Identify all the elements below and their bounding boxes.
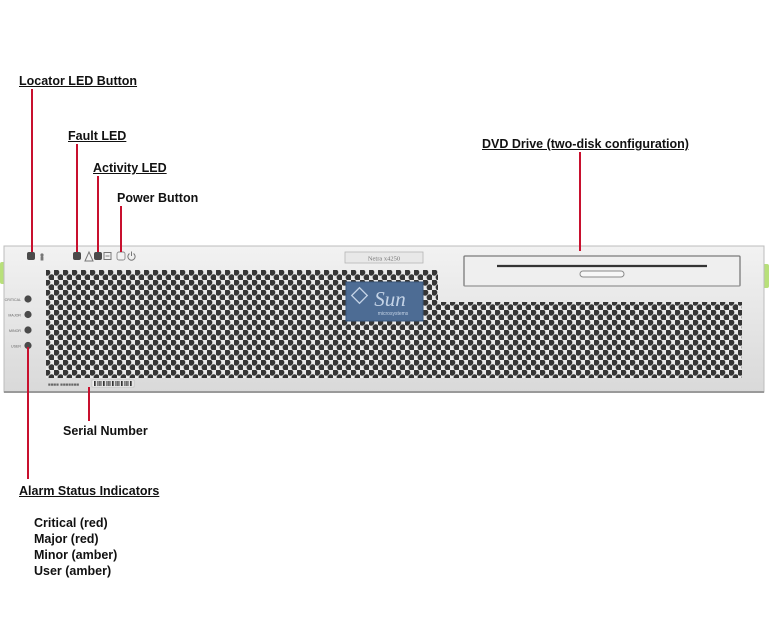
vent-grille-right bbox=[438, 302, 742, 378]
alarm-status-panel: CRITICAL MAJOR MINOR USER bbox=[5, 295, 32, 350]
svg-text:■■■■ ■■■■■■■: ■■■■ ■■■■■■■ bbox=[48, 382, 79, 387]
callout-locator-led-button: Locator LED Button bbox=[19, 74, 138, 88]
alarm-led-user bbox=[24, 341, 32, 350]
alarm-led-critical bbox=[24, 295, 32, 303]
activity-icon bbox=[103, 252, 112, 260]
serial-number-label: ■■■■ ■■■■■■■ bbox=[48, 379, 135, 388]
power-icon bbox=[127, 251, 136, 261]
leader-dvd bbox=[579, 152, 581, 251]
alarm-panel-label-user: USER bbox=[11, 345, 21, 349]
alarm-panel-label-minor: MINOR bbox=[9, 329, 21, 333]
power-button-group[interactable] bbox=[116, 251, 136, 261]
model-plate-label: Netra x4250 bbox=[368, 256, 400, 263]
callout-serial-number: Serial Number bbox=[63, 424, 148, 438]
sun-logo-text: Sun bbox=[374, 287, 406, 311]
callout-activity-led: Activity LED bbox=[93, 161, 167, 175]
leader-locator bbox=[31, 89, 33, 252]
alarm-led-major bbox=[24, 310, 32, 319]
fault-led-group bbox=[73, 250, 94, 262]
callout-dvd-drive: DVD Drive (two-disk configuration) bbox=[482, 137, 689, 151]
dvd-eject-button[interactable] bbox=[579, 270, 625, 278]
locator-icon bbox=[40, 253, 44, 261]
leader-activity bbox=[97, 176, 99, 252]
model-plate bbox=[344, 251, 424, 264]
alarm-level-user: User (amber) bbox=[34, 564, 112, 578]
alarm-panel-label-critical: CRITICAL bbox=[5, 298, 21, 302]
leader-fault bbox=[76, 144, 78, 252]
alarm-level-major: Major (red) bbox=[34, 532, 99, 546]
fault-icon bbox=[84, 250, 94, 262]
callout-power-button: Power Button bbox=[117, 191, 199, 205]
alarm-level-critical: Critical (red) bbox=[34, 516, 108, 530]
callout-alarm-status-indicators: Alarm Status Indicators bbox=[19, 484, 160, 498]
sun-logo-mark bbox=[350, 286, 369, 305]
alarm-level-minor: Minor (amber) bbox=[34, 548, 118, 562]
locator-button-group[interactable] bbox=[27, 252, 44, 261]
leader-alarm bbox=[27, 347, 29, 479]
alarm-panel-label-major: MAJOR bbox=[8, 314, 21, 318]
callout-fault-led: Fault LED bbox=[68, 129, 127, 143]
activity-led-group bbox=[94, 252, 112, 260]
sun-logo-subtext: microsystems bbox=[378, 311, 409, 317]
leader-power bbox=[120, 206, 122, 252]
alarm-level-list: Critical (red) Major (red) Minor (amber)… bbox=[34, 515, 117, 579]
leader-serial bbox=[88, 387, 90, 421]
alarm-led-minor bbox=[24, 326, 32, 334]
